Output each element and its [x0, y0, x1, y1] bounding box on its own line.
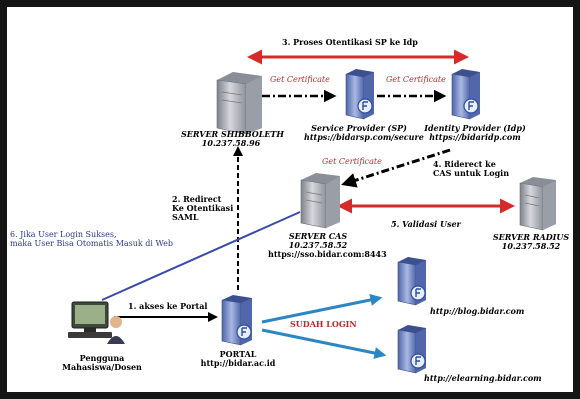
portal-label: PORTAL http://bidar.ac.id: [198, 349, 278, 369]
idp-label: Identity Provider (Idp) https://bidaridp…: [420, 123, 530, 143]
sudah-login-label: SUDAH LOGIN: [290, 319, 357, 329]
portal-server-icon: [221, 295, 252, 346]
radius-server-icon: [519, 177, 556, 231]
sp-label: Service Provider (SP) https://bidarsp.co…: [304, 123, 424, 143]
radius-server-label: SERVER RADIUS 10.237.58.52: [489, 232, 573, 252]
idp-name: Identity Provider (Idp): [424, 123, 526, 133]
cas-server-ip: 10.237.58.52: [288, 240, 348, 251]
get-certificate-label-2: Get Certificate: [386, 75, 446, 84]
get-certificate-label-3: Get Certificate: [322, 157, 382, 166]
step-4-label: 4. Riderect ke CAS untuk Login: [433, 159, 510, 179]
blog-server-icon: [397, 257, 426, 306]
shibboleth-server-label: SERVER SHIBBOLETH 10.237.58.96: [181, 129, 284, 149]
step-6-label: 6. Jika User Login Sukses, maka User Bis…: [10, 230, 173, 249]
user-computer-icon: [68, 301, 125, 344]
step-2-label: 2. Redirect Ke Otentikasi SAML: [172, 194, 234, 223]
sp-url: https://bidarsp.com/secure: [304, 132, 424, 143]
elearning-url-label: http://elearning.bidar.com: [424, 373, 542, 383]
idp-url: https://bidaridp.com: [429, 132, 521, 143]
portal-name: PORTAL: [219, 349, 257, 359]
blog-url-label: http://blog.bidar.com: [430, 306, 525, 316]
cas-server-name: SERVER CAS: [288, 231, 348, 241]
cas-server-icon: [300, 173, 340, 229]
step-5-label: 5. Validasi User: [391, 219, 461, 229]
identity-provider-server-icon: [451, 69, 480, 120]
user-label: Pengguna Mahasiswa/Dosen: [62, 353, 142, 373]
radius-server-name: SERVER RADIUS: [492, 232, 570, 242]
portal-to-elearning-arrow: [261, 328, 387, 359]
step-3-label: 3. Proses Otentikasi SP ke Idp: [282, 37, 418, 47]
portal-to-blog-arrow: [261, 294, 383, 324]
cas-server-label: SERVER CAS 10.237.58.52 https://sso.bida…: [268, 231, 387, 260]
shibboleth-server-name: SERVER SHIBBOLETH: [181, 129, 284, 139]
login-success-line: [101, 211, 301, 301]
radius-server-ip: 10.237.58.52: [501, 241, 561, 252]
cas-server-url: https://sso.bidar.com:8443: [268, 249, 387, 260]
sp-name: Service Provider (SP): [311, 123, 407, 133]
elearning-server-icon: [397, 325, 426, 374]
idp-to-cas-arrow: [341, 148, 451, 188]
shibboleth-server-ip: 10.237.58.96: [201, 138, 261, 149]
step-1-label: 1. akses ke Portal: [128, 301, 208, 311]
shibboleth-server-icon: [216, 72, 262, 135]
service-provider-server-icon: [345, 69, 374, 120]
portal-url: http://bidar.ac.id: [200, 358, 276, 369]
get-certificate-label-1: Get Certificate: [270, 75, 330, 84]
